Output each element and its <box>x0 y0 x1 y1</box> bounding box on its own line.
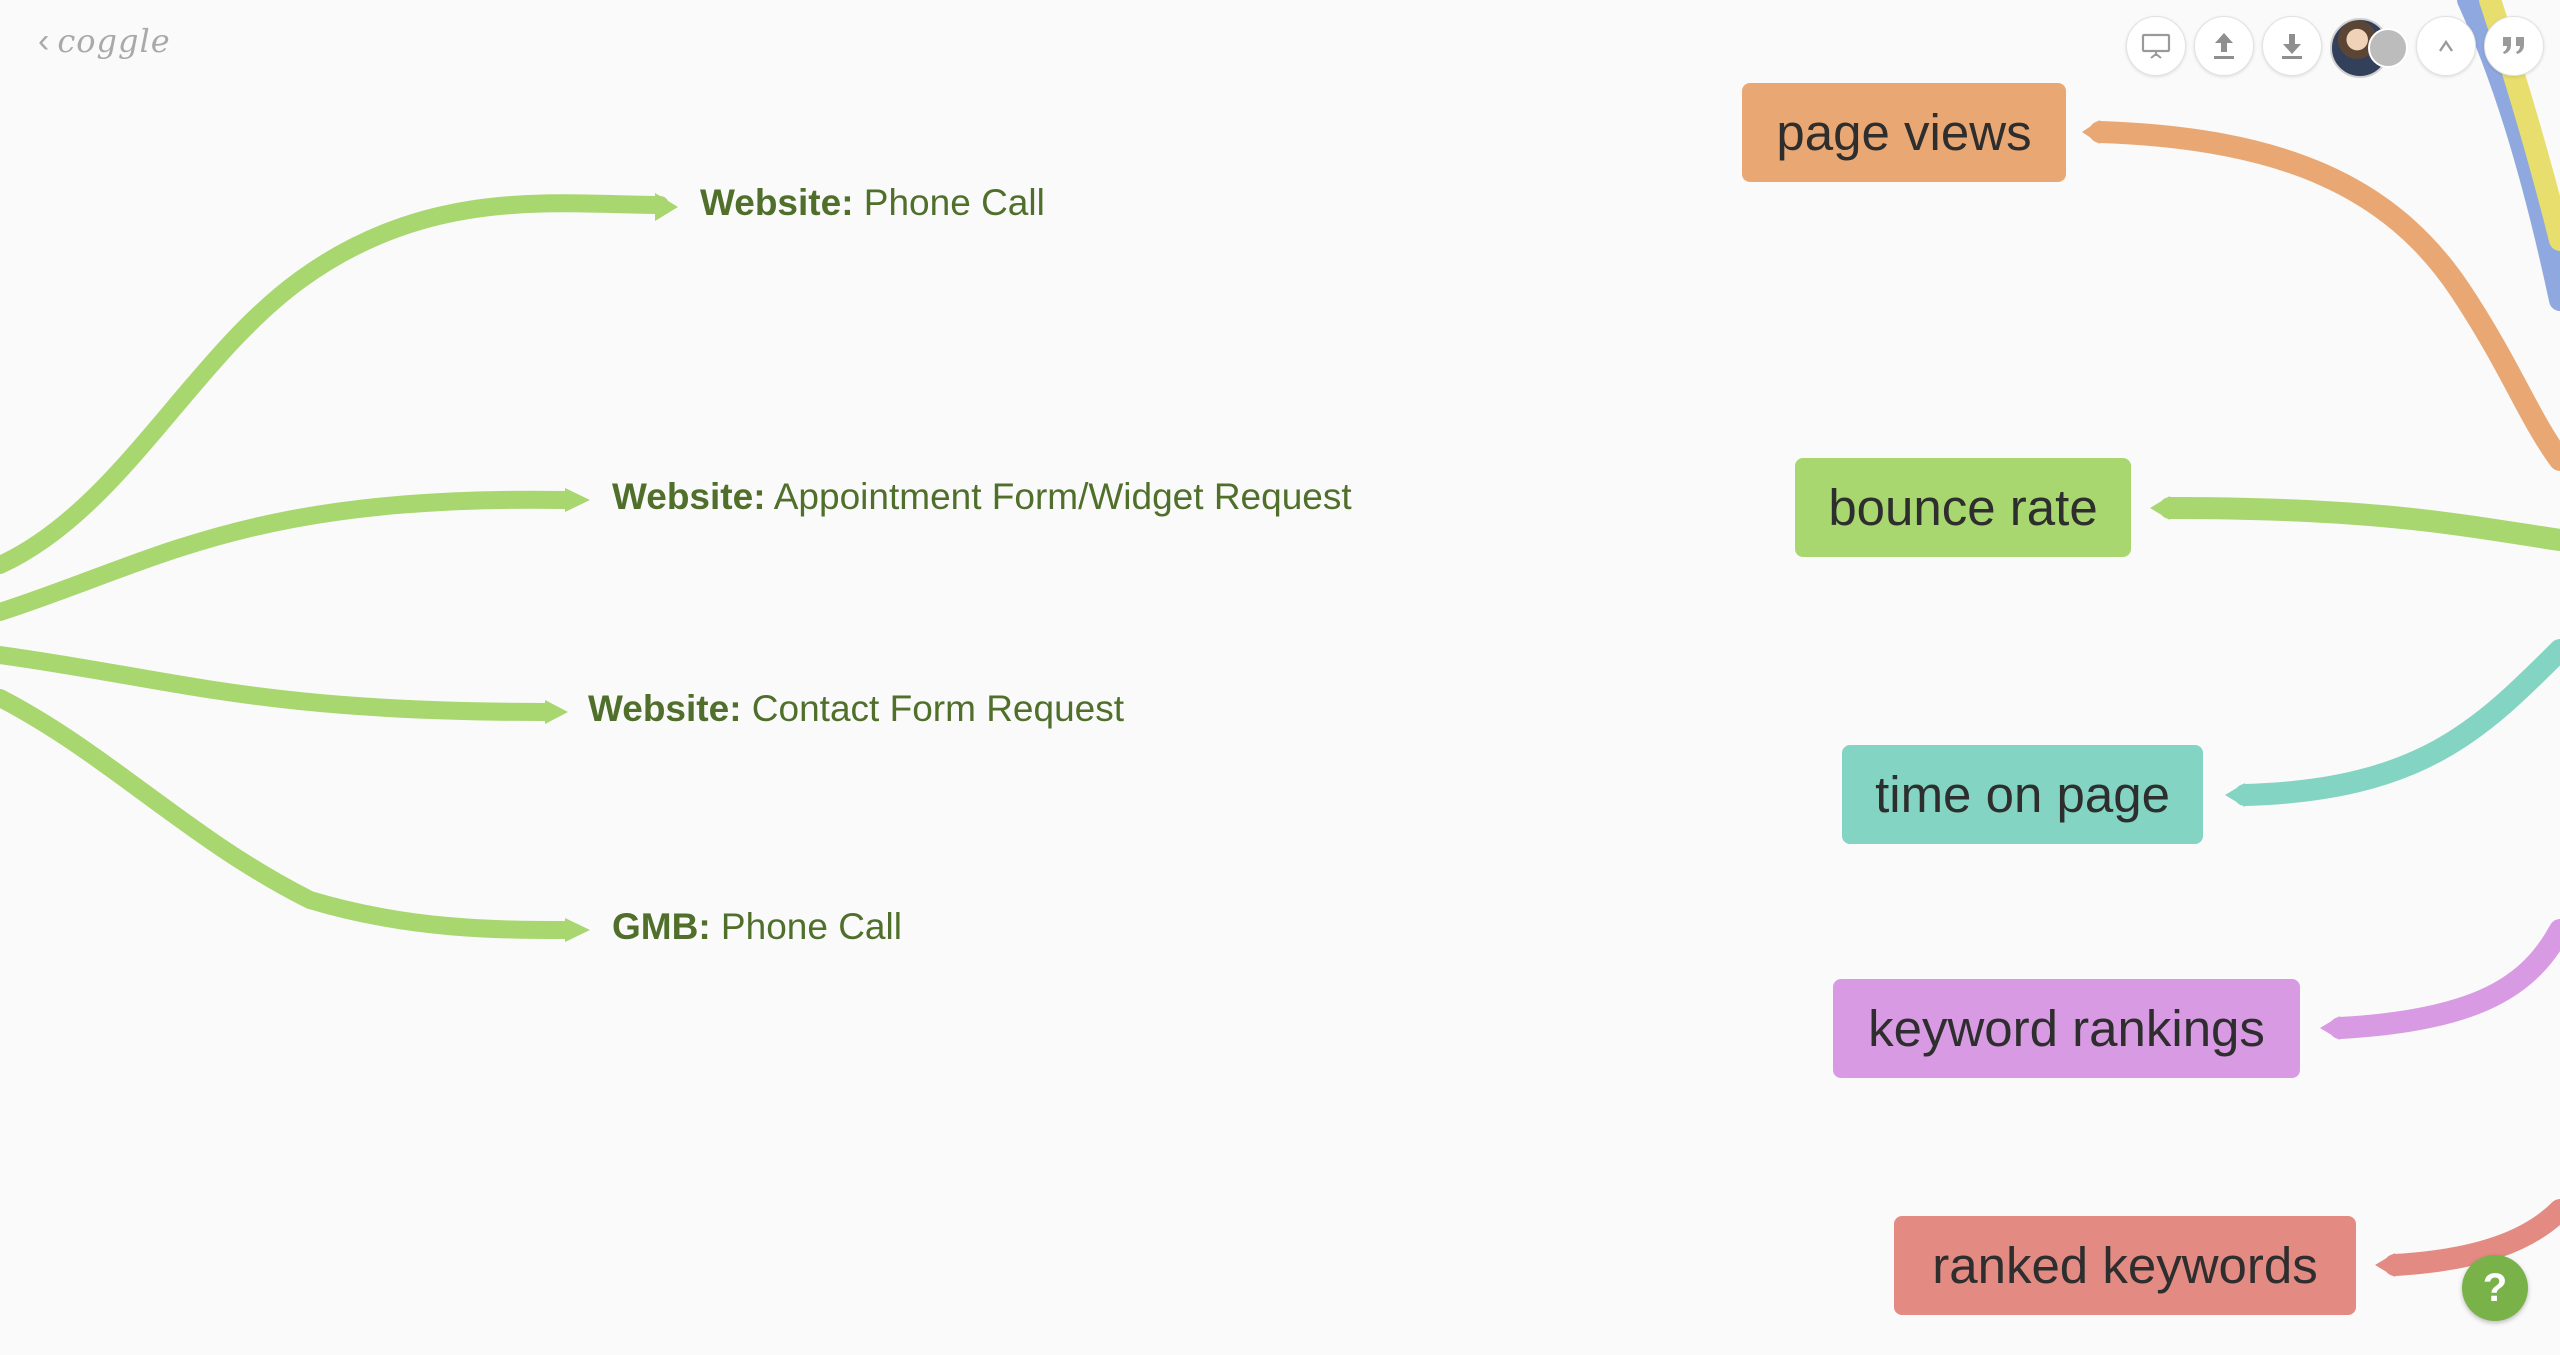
present-button[interactable] <box>2126 16 2186 76</box>
branch-label-prefix: Website: <box>588 688 742 729</box>
branch-arrow-bounce-rate <box>2150 496 2170 520</box>
branch-arrow-website-phone <box>655 193 678 221</box>
branch-line-keyword-rankings <box>2329 919 2560 1039</box>
branch-line-bounce-rate <box>2159 497 2560 551</box>
upload-icon <box>2214 33 2234 59</box>
branch-arrow-gmb <box>565 918 590 942</box>
branch-label-prefix: Website: <box>612 476 766 517</box>
branch-line-appointment <box>0 490 574 621</box>
collaborator-count-badge[interactable] <box>2368 28 2408 68</box>
branch-line-contact <box>0 646 554 721</box>
download-button[interactable] <box>2262 16 2322 76</box>
node-page-views[interactable]: page views <box>1742 83 2066 182</box>
branch-arrow-keyword-rankings <box>2320 1016 2340 1040</box>
branch-arrow-page-views <box>2082 120 2100 144</box>
branch-label-prefix: Website: <box>700 182 854 223</box>
branch-label-text: Contact Form Request <box>741 688 1124 729</box>
branch-line-gmb <box>0 689 574 939</box>
node-ranked-keywords[interactable]: ranked keywords <box>1894 1216 2356 1315</box>
branch-line-page-views <box>2089 121 2560 471</box>
node-time-on-page[interactable]: time on page <box>1842 745 2203 844</box>
back-to-home-link[interactable]: ‹ coggle <box>38 22 171 60</box>
branch-label-appointment-request[interactable]: Website: Appointment Form/Widget Request <box>612 476 1352 518</box>
branch-label-contact-form-request[interactable]: Website: Contact Form Request <box>588 688 1124 730</box>
download-icon <box>2282 34 2302 59</box>
branch-line-blue <box>2457 0 2560 311</box>
branch-label-text: Appointment Form/Widget Request <box>765 476 1352 517</box>
comments-button[interactable] <box>2484 16 2544 76</box>
node-keyword-rankings[interactable]: keyword rankings <box>1833 979 2300 1078</box>
branch-label-gmb-phone-call[interactable]: GMB: Phone Call <box>612 906 902 948</box>
branch-label-text: Phone Call <box>853 182 1045 223</box>
help-icon: ? <box>2482 1265 2508 1310</box>
branch-line-time-on-page <box>2234 639 2560 806</box>
branch-arrow-contact <box>545 700 568 724</box>
quote-icon <box>2503 37 2524 54</box>
node-bounce-rate[interactable]: bounce rate <box>1795 458 2131 557</box>
monitor-icon <box>2141 33 2171 59</box>
branch-label-prefix: GMB: <box>612 906 711 947</box>
branch-line-website-phone <box>0 194 669 574</box>
branch-label-website-phone-call[interactable]: Website: Phone Call <box>700 182 1045 224</box>
branch-label-text: Phone Call <box>710 906 902 947</box>
branch-arrow-appointment <box>565 488 590 512</box>
chevron-left-icon: ‹ <box>38 22 50 60</box>
collapse-button[interactable] <box>2416 16 2476 76</box>
branch-arrow-time-on-page <box>2225 783 2245 807</box>
branch-line-ranked-keywords <box>2384 1199 2560 1276</box>
branch-arrow-ranked-keywords <box>2375 1253 2395 1277</box>
chevron-up-icon <box>2439 39 2453 52</box>
share-button[interactable] <box>2194 16 2254 76</box>
help-button[interactable]: ? <box>2462 1255 2528 1321</box>
coggle-logo: coggle <box>57 22 171 60</box>
